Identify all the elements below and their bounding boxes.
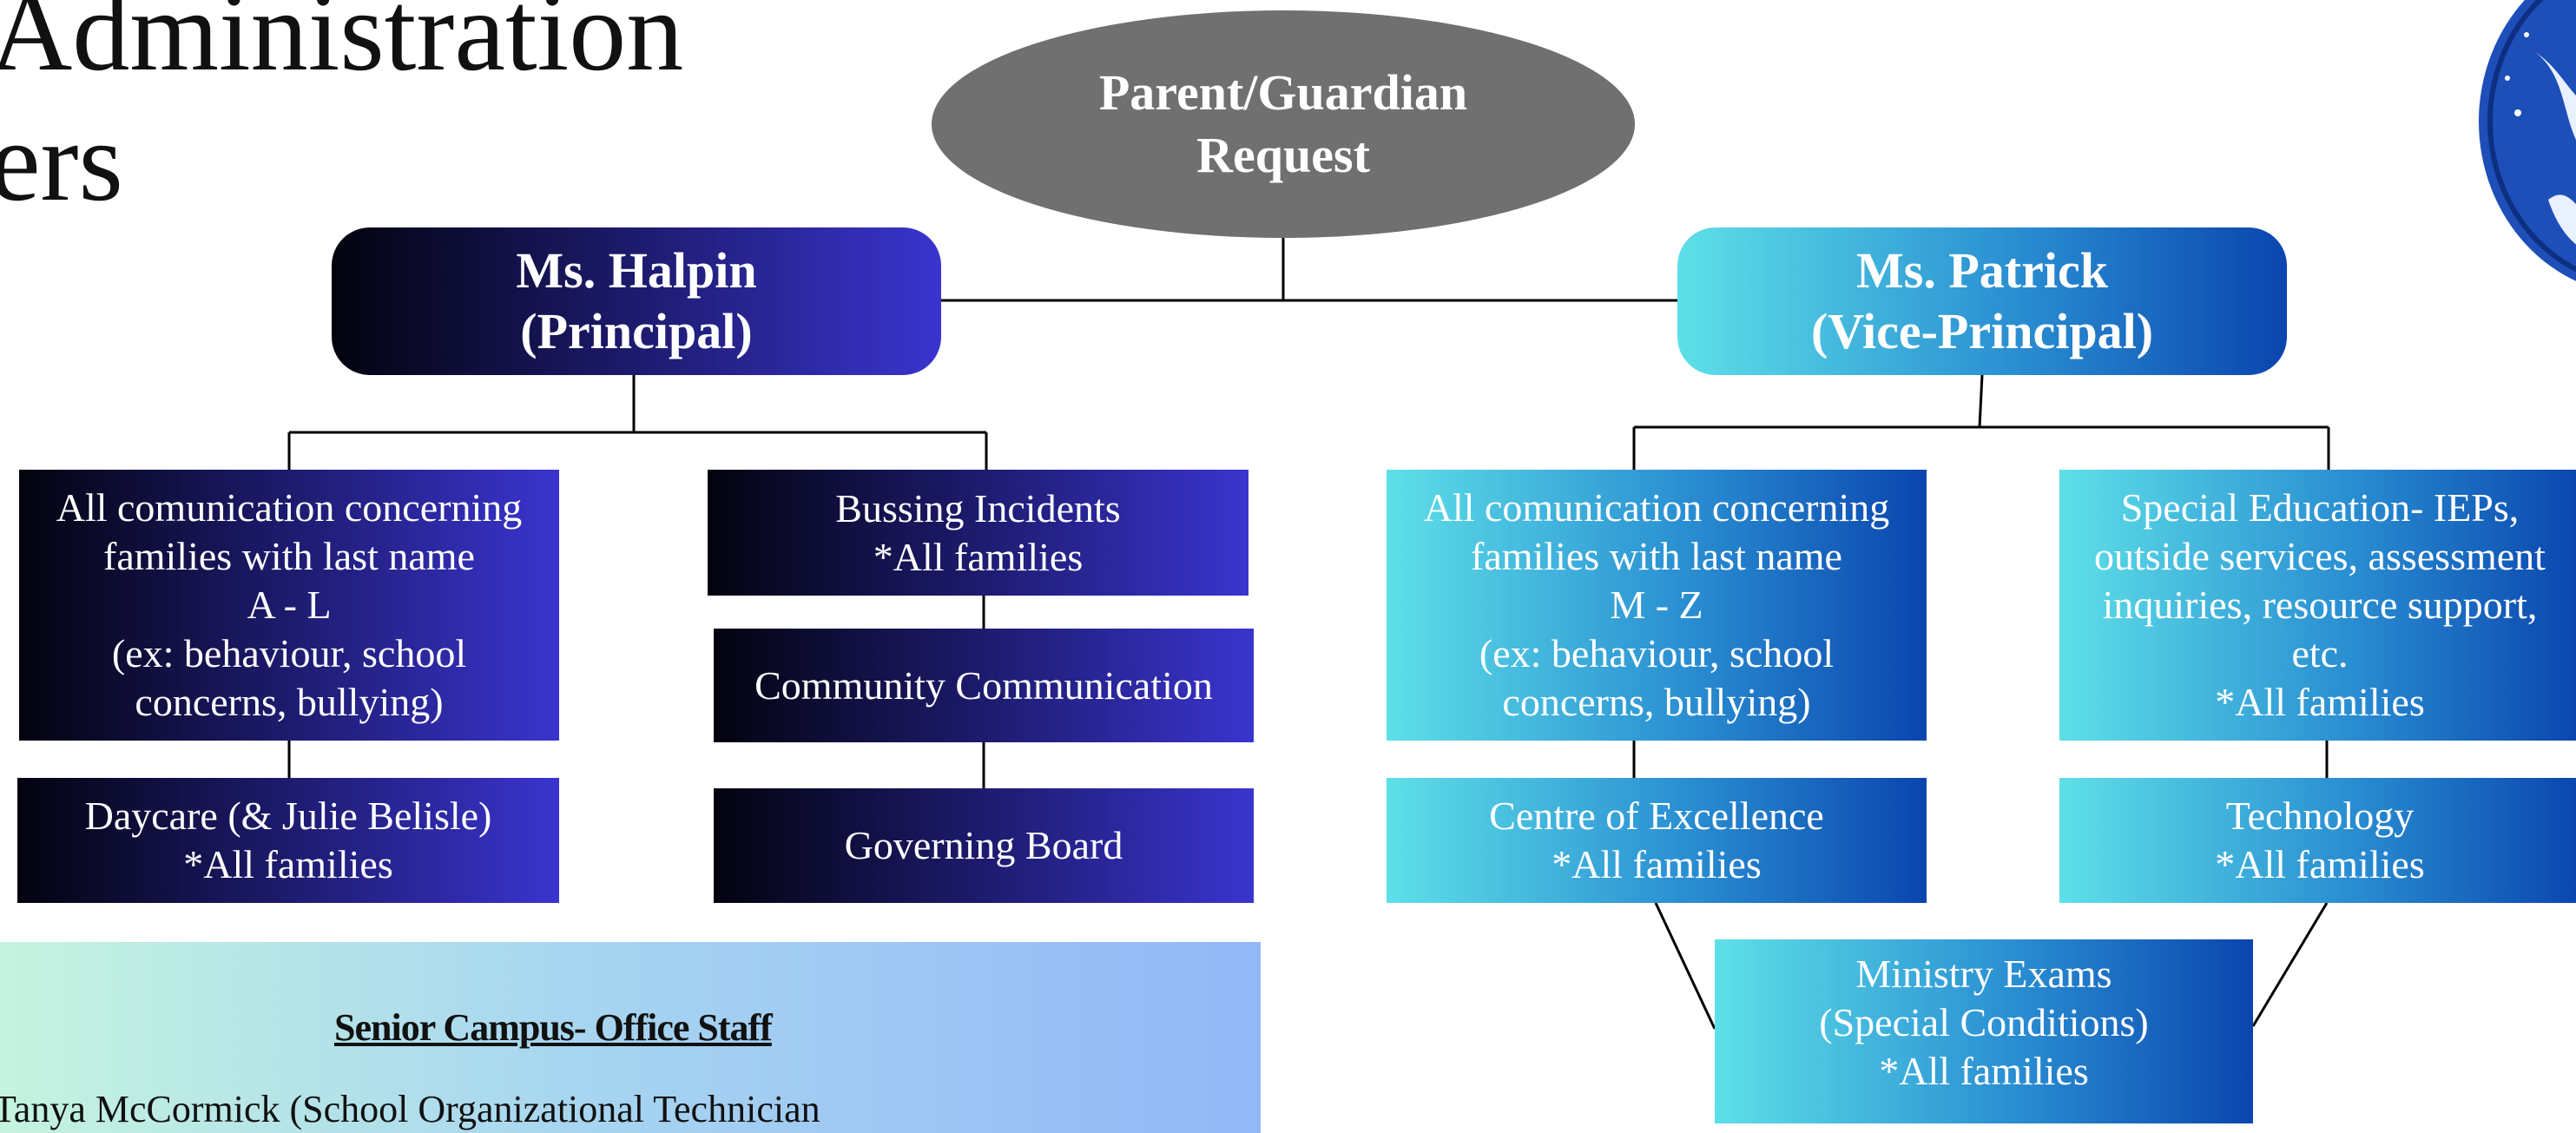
box-text: A - L bbox=[247, 583, 332, 627]
box-text: families with last name bbox=[103, 534, 475, 578]
school-logo-icon bbox=[2466, 0, 2576, 295]
box-text: All comunication concerning bbox=[1423, 485, 1890, 530]
box-text: *All families bbox=[183, 842, 393, 886]
box-text: etc. bbox=[2291, 631, 2349, 675]
box-text: Ministry Exams bbox=[1855, 952, 2112, 996]
root-label-line1: Parent/Guardian bbox=[1098, 64, 1468, 121]
box-text: Centre of Excellence bbox=[1489, 794, 1824, 838]
box-text: M - Z bbox=[1610, 583, 1703, 627]
box-ministry-exams: Ministry Exams (Special Conditions) *All… bbox=[1715, 939, 2253, 1123]
box-text: *All families bbox=[2215, 680, 2425, 724]
box-text: *All families bbox=[2215, 842, 2425, 886]
office-staff-heading: Senior Campus- Office Staff bbox=[334, 1006, 773, 1049]
box-community-communication: Community Communication bbox=[714, 629, 1254, 742]
box-governing-board: Governing Board bbox=[714, 788, 1254, 903]
box-text: (ex: behaviour, school bbox=[111, 631, 467, 675]
page-title-line2: ers bbox=[0, 97, 123, 225]
box-text: *All families bbox=[1552, 842, 1762, 886]
box-technology: Technology *All families bbox=[2059, 778, 2576, 903]
parent-guardian-request-node: Parent/Guardian Request bbox=[932, 10, 1635, 238]
box-special-education: Special Education- IEPs, outside service… bbox=[2059, 470, 2576, 741]
box-families-a-l: All comunication concerning families wit… bbox=[19, 470, 559, 741]
box-text: Special Education- IEPs, bbox=[2120, 485, 2520, 530]
box-families-m-z: All comunication concerning families wit… bbox=[1387, 470, 1927, 741]
box-text: *All families bbox=[873, 534, 1084, 579]
box-text: Daycare (& Julie Belisle) bbox=[84, 794, 492, 838]
page-title-line1: Administration bbox=[0, 0, 684, 95]
box-text: inquiries, resource support, bbox=[2102, 583, 2538, 627]
box-text: *All families bbox=[1879, 1049, 2089, 1093]
box-text: All comunication concerning bbox=[56, 485, 523, 530]
box-centre-of-excellence: Centre of Excellence *All families bbox=[1387, 778, 1927, 903]
vice-principal-node: Ms. Patrick (Vice-Principal) bbox=[1677, 227, 2287, 375]
principal-node: Ms. Halpin (Principal) bbox=[332, 227, 941, 375]
root-label-line2: Request bbox=[1196, 127, 1370, 183]
box-text: (Special Conditions) bbox=[1819, 1000, 2149, 1044]
box-text: outside services, assessment bbox=[2094, 534, 2546, 578]
box-text: concerns, bullying) bbox=[135, 680, 444, 724]
vice-principal-name: Ms. Patrick bbox=[1856, 242, 2108, 299]
principal-name: Ms. Halpin bbox=[516, 242, 757, 299]
box-text: (ex: behaviour, school bbox=[1479, 631, 1835, 675]
office-staff-panel bbox=[0, 942, 1261, 1133]
box-daycare: Daycare (& Julie Belisle) *All families bbox=[17, 778, 559, 903]
box-text: Technology bbox=[2225, 794, 2415, 838]
connector-lines bbox=[287, 238, 2330, 1030]
box-bussing-incidents: Bussing Incidents *All families bbox=[708, 470, 1248, 596]
box-text: families with last name bbox=[1471, 534, 1842, 578]
box-text: Community Communication bbox=[754, 662, 1213, 708]
vice-principal-role: (Vice-Principal) bbox=[1810, 303, 2154, 359]
principal-role: (Principal) bbox=[520, 303, 753, 359]
box-text: Governing Board bbox=[844, 823, 1123, 867]
box-text: concerns, bullying) bbox=[1502, 680, 1811, 724]
box-text: Bussing Incidents bbox=[835, 485, 1121, 530]
